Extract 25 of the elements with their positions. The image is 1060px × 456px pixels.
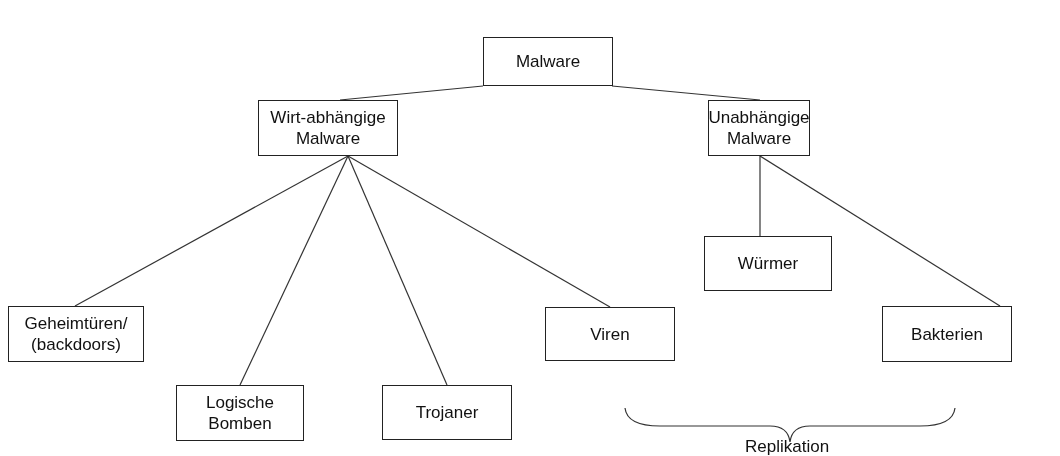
node-label: Trojaner	[415, 402, 479, 423]
connector-line	[347, 155, 448, 386]
category-box	[483, 37, 613, 86]
connector-line	[759, 155, 1001, 307]
connector-line	[347, 155, 611, 308]
category-box	[545, 307, 675, 361]
node-label: Würmer	[737, 253, 799, 274]
connector-line	[74, 155, 349, 307]
category-box	[708, 100, 810, 156]
connector-line	[239, 155, 349, 386]
node-label: Bakterien	[911, 323, 983, 345]
category-box	[704, 236, 832, 291]
node-label: Viren	[590, 323, 630, 345]
node-label: Geheimtüren/ (backdoors)	[23, 313, 129, 355]
node-label: Logische Bomben	[204, 392, 276, 434]
category-box	[176, 385, 304, 441]
category-box	[382, 385, 512, 440]
category-box	[8, 306, 144, 362]
node-label: Unabhängige Malware	[708, 107, 810, 149]
brace-label: Replikation	[745, 437, 830, 456]
category-box	[258, 100, 398, 156]
node-label: Wirt-abhängige Malware	[269, 107, 387, 149]
connector-line	[759, 155, 761, 237]
category-box	[882, 306, 1012, 362]
node-label: Malware	[515, 51, 581, 72]
